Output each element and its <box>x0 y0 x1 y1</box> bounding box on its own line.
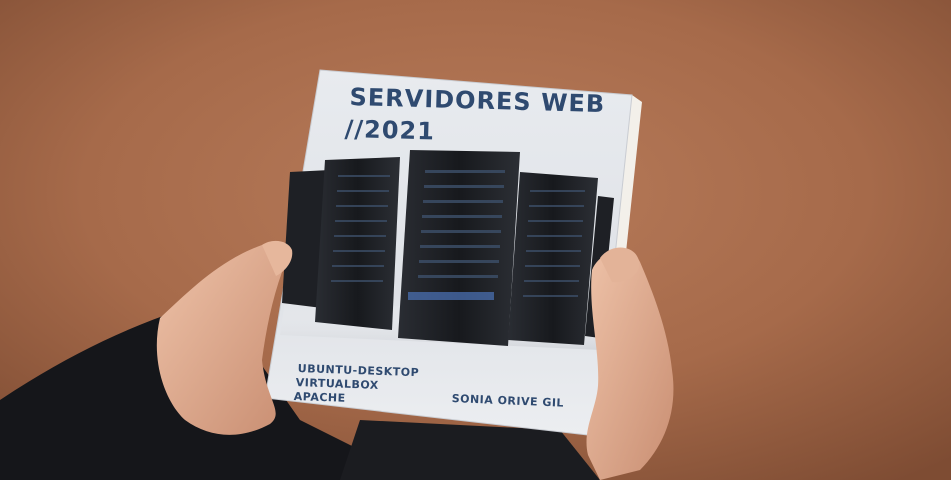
lap-shadow <box>340 420 600 480</box>
book-title-line-2: //2021 <box>344 115 436 146</box>
server-racks <box>282 150 614 346</box>
left-hand <box>156 244 287 435</box>
book-topic: APACHE <box>293 390 346 405</box>
left-thumb <box>262 240 293 276</box>
right-hand <box>586 250 674 480</box>
server-rack <box>315 157 400 330</box>
server-rack <box>508 172 598 345</box>
right-thumb <box>600 247 640 283</box>
